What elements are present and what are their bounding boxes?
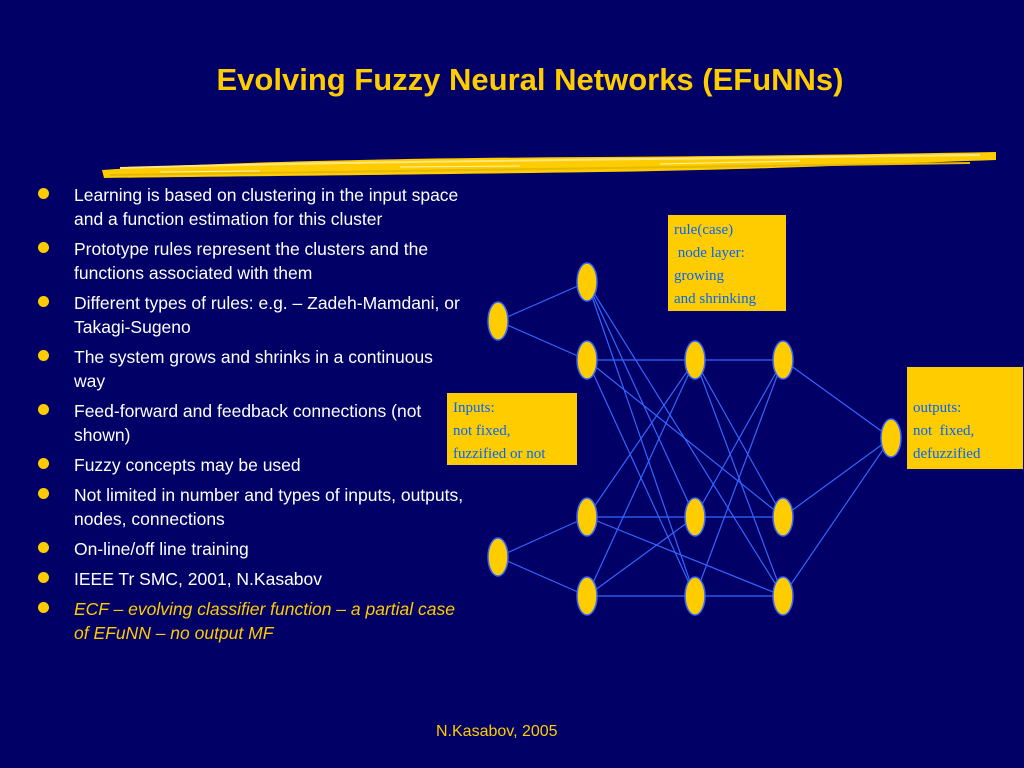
- connection-edges: [497, 281, 892, 597]
- connection-edge: [586, 516, 696, 597]
- list-item: ECF – evolving classifier function – a p…: [36, 597, 466, 645]
- network-node-i2: [487, 537, 509, 577]
- network-node-c3: [772, 576, 794, 616]
- bullet-dot-icon: [38, 572, 49, 583]
- connection-edge: [782, 437, 892, 518]
- bullet-text: ECF – evolving classifier function – a p…: [74, 599, 455, 643]
- network-node-a1: [576, 262, 598, 302]
- list-item: Feed-forward and feedback connections (n…: [36, 399, 466, 447]
- inputs-label-line: fuzzified or not: [453, 446, 546, 462]
- network-node-b2: [684, 497, 706, 537]
- network-node-c2: [772, 497, 794, 537]
- bullet-text: IEEE Tr SMC, 2001, N.Kasabov: [74, 569, 323, 589]
- bullet-text: Not limited in number and types of input…: [74, 485, 464, 529]
- bullet-dot-icon: [38, 296, 49, 307]
- connection-edge: [782, 359, 892, 439]
- list-item: The system grows and shrinks in a contin…: [36, 345, 466, 393]
- bullet-list: Learning is based on clustering in the i…: [36, 183, 466, 651]
- bullet-dot-icon: [38, 542, 49, 553]
- connection-edge: [586, 359, 784, 518]
- bullet-text: Prototype rules represent the clusters a…: [74, 239, 429, 283]
- connection-edge: [497, 556, 588, 597]
- bullet-text: The system grows and shrinks in a contin…: [74, 347, 433, 391]
- outputs-label-line: outputs:: [913, 400, 962, 416]
- bullet-text: Feed-forward and feedback connections (n…: [74, 401, 422, 445]
- list-item: Prototype rules represent the clusters a…: [36, 237, 466, 285]
- page-title: Evolving Fuzzy Neural Networks (EFuNNs): [216, 62, 844, 97]
- bullet-dot-icon: [38, 188, 49, 199]
- rule-label-line: rule(case): [674, 222, 734, 238]
- connection-edge: [586, 281, 696, 518]
- network-node-o1: [880, 418, 902, 458]
- network-node-a2: [576, 340, 598, 380]
- list-item: Different types of rules: e.g. – Zadeh-M…: [36, 291, 466, 339]
- outputs-label: outputs: not fixed, defuzzified: [906, 366, 1024, 470]
- network-nodes: [487, 262, 902, 616]
- bullet-text: On-line/off line training: [74, 539, 249, 559]
- network-node-i1: [487, 301, 509, 341]
- bullet-dot-icon: [38, 242, 49, 253]
- bullet-dot-icon: [38, 404, 49, 415]
- network-node-c1: [772, 340, 794, 380]
- connection-edge: [586, 516, 784, 597]
- network-node-a3: [576, 497, 598, 537]
- list-item: Learning is based on clustering in the i…: [36, 183, 466, 231]
- brush-stroke-divider: [102, 152, 996, 178]
- rule-label-line: node layer:: [674, 245, 745, 261]
- bullet-dot-icon: [38, 488, 49, 499]
- rule-label-line: growing: [674, 268, 724, 284]
- rule-layer-label: rule(case) node layer: growing and shrin…: [667, 214, 787, 312]
- list-item: Fuzzy concepts may be used: [36, 453, 466, 477]
- bullet-dot-icon: [38, 602, 49, 613]
- connection-edge: [497, 516, 588, 558]
- inputs-label-line: Inputs:: [453, 400, 495, 416]
- bullet-dot-icon: [38, 458, 49, 469]
- bullet-text: Different types of rules: e.g. – Zadeh-M…: [74, 293, 460, 337]
- connection-edge: [586, 359, 696, 518]
- list-item: IEEE Tr SMC, 2001, N.Kasabov: [36, 567, 466, 591]
- bullet-dot-icon: [38, 350, 49, 361]
- outputs-label-line: defuzzified: [913, 446, 981, 462]
- bullet-text: Fuzzy concepts may be used: [74, 455, 301, 475]
- connection-edge: [694, 359, 784, 597]
- outputs-label-line: not fixed,: [913, 423, 975, 439]
- connection-edge: [586, 359, 696, 597]
- network-node-a4: [576, 576, 598, 616]
- inputs-label: Inputs: not fixed, fuzzified or not: [446, 392, 578, 466]
- list-item: Not limited in number and types of input…: [36, 483, 466, 531]
- network-node-b3: [684, 576, 706, 616]
- list-item: On-line/off line training: [36, 537, 466, 561]
- rule-label-line: and shrinking: [674, 291, 757, 307]
- footer-author: N.Kasabov, 2005: [436, 723, 558, 740]
- connection-edge: [694, 359, 784, 518]
- network-node-b1: [684, 340, 706, 380]
- connection-edge: [497, 320, 588, 361]
- connection-edge: [782, 437, 892, 597]
- inputs-label-line: not fixed,: [453, 423, 511, 439]
- connection-edge: [497, 281, 588, 322]
- bullet-text: Learning is based on clustering in the i…: [74, 185, 459, 229]
